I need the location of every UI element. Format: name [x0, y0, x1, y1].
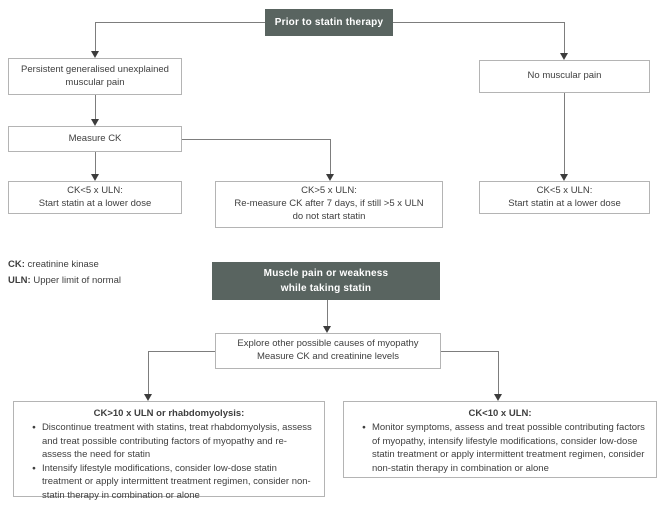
explore-causes-box: Explore other possible causes of myopath… [215, 333, 441, 369]
legend-ck-definition: creatinine kinase [27, 259, 99, 270]
ck-below-5-uln-left-box: CK<5 x ULN: Start statin at a lower dose [8, 181, 182, 214]
arrow-down-icon [494, 394, 502, 401]
prior-to-statin-header: Prior to statin therapy [265, 9, 393, 36]
arrow-down-icon [326, 174, 334, 181]
connector-line [441, 351, 498, 352]
connector-line [564, 22, 565, 53]
legend-uln-definition: Upper limit of normal [33, 275, 121, 287]
connector-line [564, 93, 565, 174]
ck-above-5-uln-line1: CK>5 x ULN: [301, 185, 357, 197]
ck-below-10-uln-box: CK<10 x ULN: ● Monitor symptoms, assess … [343, 401, 657, 478]
connector-line [95, 152, 96, 174]
ck-above-5-uln-box: CK>5 x ULN: Re-measure CK after 7 days, … [215, 181, 443, 228]
arrow-down-icon [91, 174, 99, 181]
persistent-pain-text-line1: Persistent generalised unexplained [21, 63, 169, 75]
list-item: ● Monitor symptoms, assess and treat pos… [354, 421, 646, 475]
measure-ck-box: Measure CK [8, 126, 182, 152]
prior-to-statin-header-label: Prior to statin therapy [274, 17, 384, 28]
connector-line [182, 139, 330, 140]
connector-line [327, 300, 328, 326]
list-item: ● Discontinue treatment with statins, tr… [24, 421, 314, 461]
muscle-pain-on-statin-header: Muscle pain or weakness while taking sta… [212, 262, 440, 300]
explore-causes-line2: Measure CK and creatinine levels [256, 351, 400, 362]
legend-ck: CK: creatinine kinase [8, 257, 121, 273]
connector-line [95, 22, 96, 51]
abbreviation-legend: CK: creatinine kinase ULN: Upper limit o… [8, 257, 121, 289]
bullet-icon: ● [32, 424, 36, 432]
ck-below-5-uln-right-box: CK<5 x ULN: Start statin at a lower dose [479, 181, 650, 214]
bullet-icon: ● [362, 424, 366, 432]
arrow-down-icon [144, 394, 152, 401]
ck-below-5-uln-right-line2: Start statin at a lower dose [508, 197, 621, 209]
ck-below-5-uln-left-line2: Start statin at a lower dose [38, 197, 152, 209]
connector-line [148, 351, 149, 394]
list-item: ● Intensify lifestyle modifications, con… [24, 462, 314, 502]
connector-line [95, 22, 265, 23]
connector-line [393, 22, 564, 23]
legend-uln: ULN: Upper limit of normal [8, 273, 121, 289]
no-muscular-pain-text: No muscular pain [527, 70, 602, 82]
arrow-down-icon [560, 174, 568, 181]
muscle-pain-header-line2: while taking statin [280, 283, 372, 294]
muscle-pain-header-line1: Muscle pain or weakness [263, 268, 389, 279]
ck-above-10-uln-bullet-2: Intensify lifestyle modifications, consi… [41, 462, 311, 501]
persistent-pain-text-line2: muscular pain [65, 76, 125, 88]
ck-above-10-uln-bullet-1: Discontinue treatment with statins, trea… [41, 422, 312, 461]
legend-ck-term: CK: [8, 259, 25, 270]
connector-line [148, 351, 215, 352]
ck-below-10-uln-title: CK<10 x ULN: [468, 408, 532, 419]
ck-below-5-uln-right-line1: CK<5 x ULN: [536, 184, 593, 196]
persistent-pain-box: Persistent generalised unexplained muscu… [8, 58, 182, 95]
ck-above-10-uln-box: CK>10 x ULN or rhabdomyolysis: ● Discont… [13, 401, 325, 501]
explore-causes-line1: Explore other possible causes of myopath… [237, 338, 419, 350]
ck-above-5-uln-line2: Re-measure CK after 7 days, if still >5 … [234, 198, 424, 210]
arrow-down-icon [91, 51, 99, 58]
no-muscular-pain-box: No muscular pain [479, 60, 650, 93]
ck-above-5-uln-line3: do not start statin [292, 210, 366, 222]
legend-uln-term: ULN: [8, 275, 31, 287]
arrow-down-icon [323, 326, 331, 333]
connector-line [330, 139, 331, 174]
measure-ck-text: Measure CK [68, 132, 122, 144]
ck-below-10-uln-bullet-1: Monitor symptoms, assess and treat possi… [371, 422, 645, 474]
connector-line [95, 95, 96, 119]
ck-below-5-uln-left-line1: CK<5 x ULN: [67, 184, 123, 196]
bullet-icon: ● [32, 464, 36, 472]
arrow-down-icon [91, 119, 99, 126]
arrow-down-icon [560, 53, 568, 60]
ck-above-10-uln-title: CK>10 x ULN or rhabdomyolysis: [93, 408, 245, 419]
connector-line [498, 351, 499, 394]
